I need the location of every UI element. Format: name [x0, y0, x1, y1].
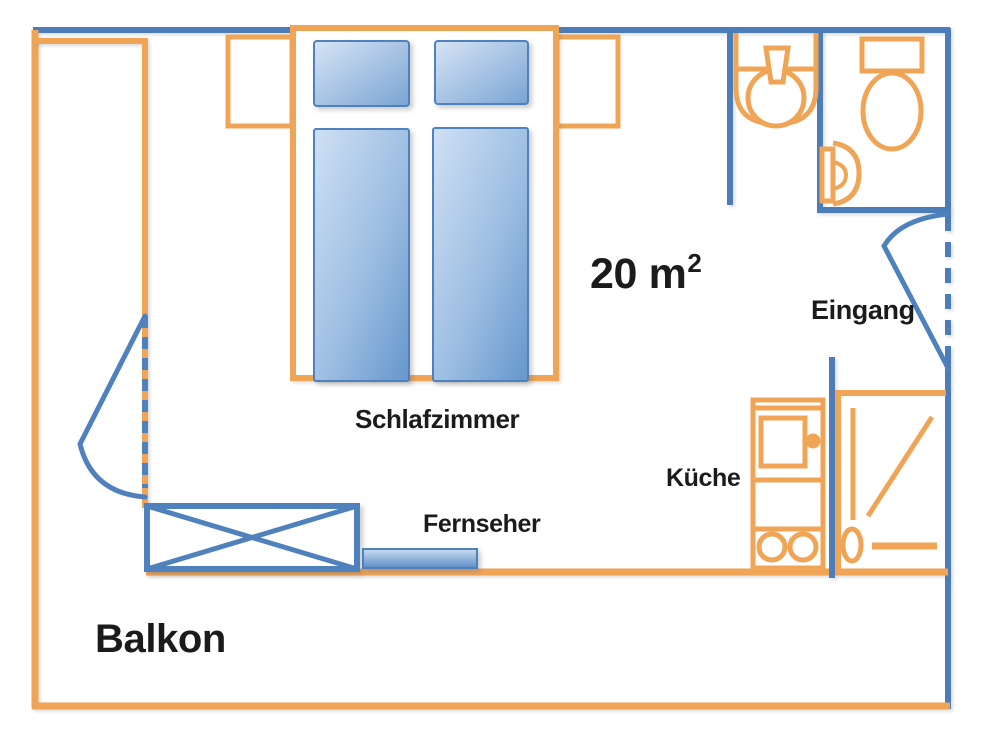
- toilet-oval-cistern: [859, 36, 925, 74]
- hand-basin-bowl: [832, 140, 862, 207]
- living-furniture: [144, 503, 478, 572]
- burner-right: [787, 531, 819, 563]
- room-label-bedroom: Schlafzimmer: [355, 404, 520, 434]
- hand-basin-inner: [832, 160, 849, 191]
- mattress-left: [313, 128, 410, 382]
- pillow-right: [434, 40, 529, 105]
- pillow-left: [313, 40, 410, 107]
- kitchen-unit: [750, 397, 826, 571]
- toilet-round-flush: [763, 45, 791, 85]
- toilet-oval-bowl: [860, 70, 924, 152]
- entrance-door-swing: [881, 211, 951, 371]
- hand-basin-mount: [819, 146, 836, 204]
- balcony-door-swing: [77, 313, 148, 500]
- shower-room: [835, 390, 946, 572]
- tv-screen: [362, 548, 478, 569]
- mattress-right: [432, 127, 529, 382]
- shower-drain: [840, 526, 864, 564]
- nightstand-left: [225, 34, 295, 129]
- oven-knob: [805, 433, 821, 449]
- room-label-entrance: Eingang: [811, 295, 915, 325]
- shower-door-diagonal: [865, 415, 935, 518]
- area-superscript: 2: [687, 248, 702, 278]
- nightstand-right: [554, 34, 621, 129]
- fixture-label-tv: Fernseher: [423, 510, 541, 538]
- room-label-balcony: Balkon: [95, 617, 226, 661]
- room-label-kitchen: Küche: [666, 464, 741, 492]
- oven: [758, 415, 808, 469]
- burner-left: [756, 531, 788, 563]
- bedroom-furniture: [225, 25, 621, 382]
- doors: [77, 211, 951, 500]
- area-value: 20 m: [590, 250, 687, 298]
- balcony-table-cross-2: [146, 503, 358, 572]
- bathroom-fixtures: [733, 33, 925, 207]
- area-label: 20 m2: [590, 250, 702, 298]
- oven-knob-dot: [809, 437, 817, 445]
- shower-enclosure: [835, 390, 946, 572]
